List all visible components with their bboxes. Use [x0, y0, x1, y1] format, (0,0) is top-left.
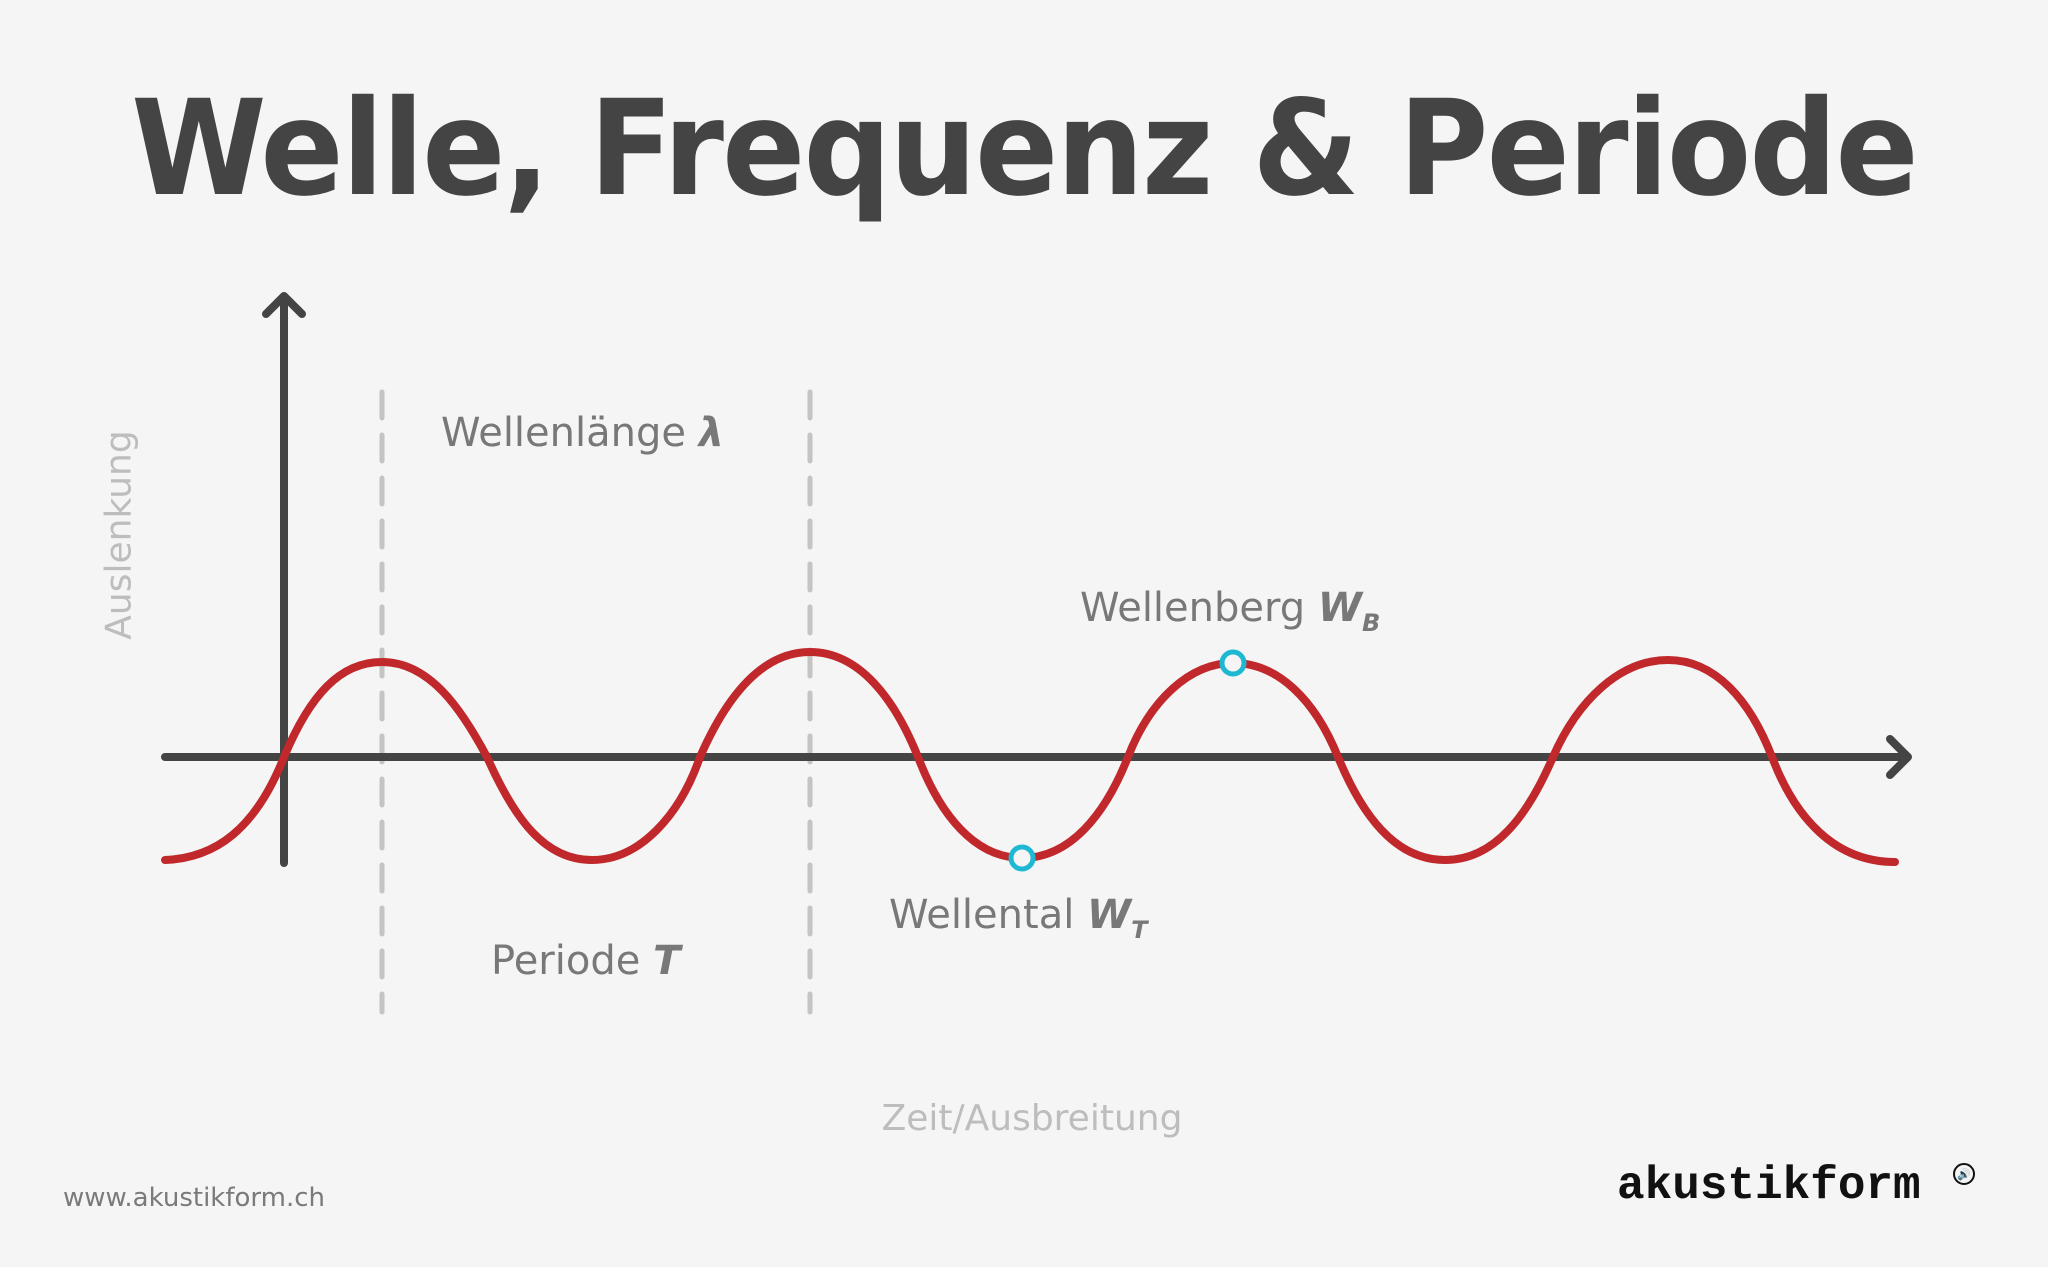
trough-symbol: W: [1087, 892, 1132, 938]
period-symbol: T: [653, 938, 681, 984]
lambda-symbol: λ: [698, 410, 725, 456]
crest-symbol: W: [1317, 585, 1362, 631]
period-label: Periode T: [491, 938, 680, 984]
page-title: Welle, Frequenz & Periode: [131, 72, 1918, 226]
trough-subscript: T: [1131, 916, 1148, 944]
crest-marker: [1219, 649, 1247, 677]
wavelength-label: Wellenlänge λ: [441, 410, 724, 456]
wavelength-label-text: Wellenlänge: [441, 410, 699, 456]
crest-label: Wellenberg WB: [1080, 585, 1380, 637]
y-axis: [262, 292, 306, 867]
trough-marker: [1008, 844, 1036, 872]
x-axis-label: Zeit/Ausbreitung: [881, 1098, 1183, 1139]
trough-label-text: Wellental: [889, 892, 1088, 938]
y-axis-label: Auslenkung: [98, 430, 140, 640]
website-url[interactable]: www.akustikform.ch: [63, 1183, 326, 1213]
x-axis: [161, 735, 1912, 779]
crest-subscript: B: [1361, 609, 1381, 637]
crest-label-text: Wellenberg: [1080, 585, 1318, 631]
period-label-text: Periode: [491, 938, 654, 984]
brand-logo: akustikform: [1617, 1160, 1921, 1212]
speaker-icon: 🔊: [1953, 1163, 1975, 1185]
trough-label: Wellental WT: [889, 892, 1148, 944]
